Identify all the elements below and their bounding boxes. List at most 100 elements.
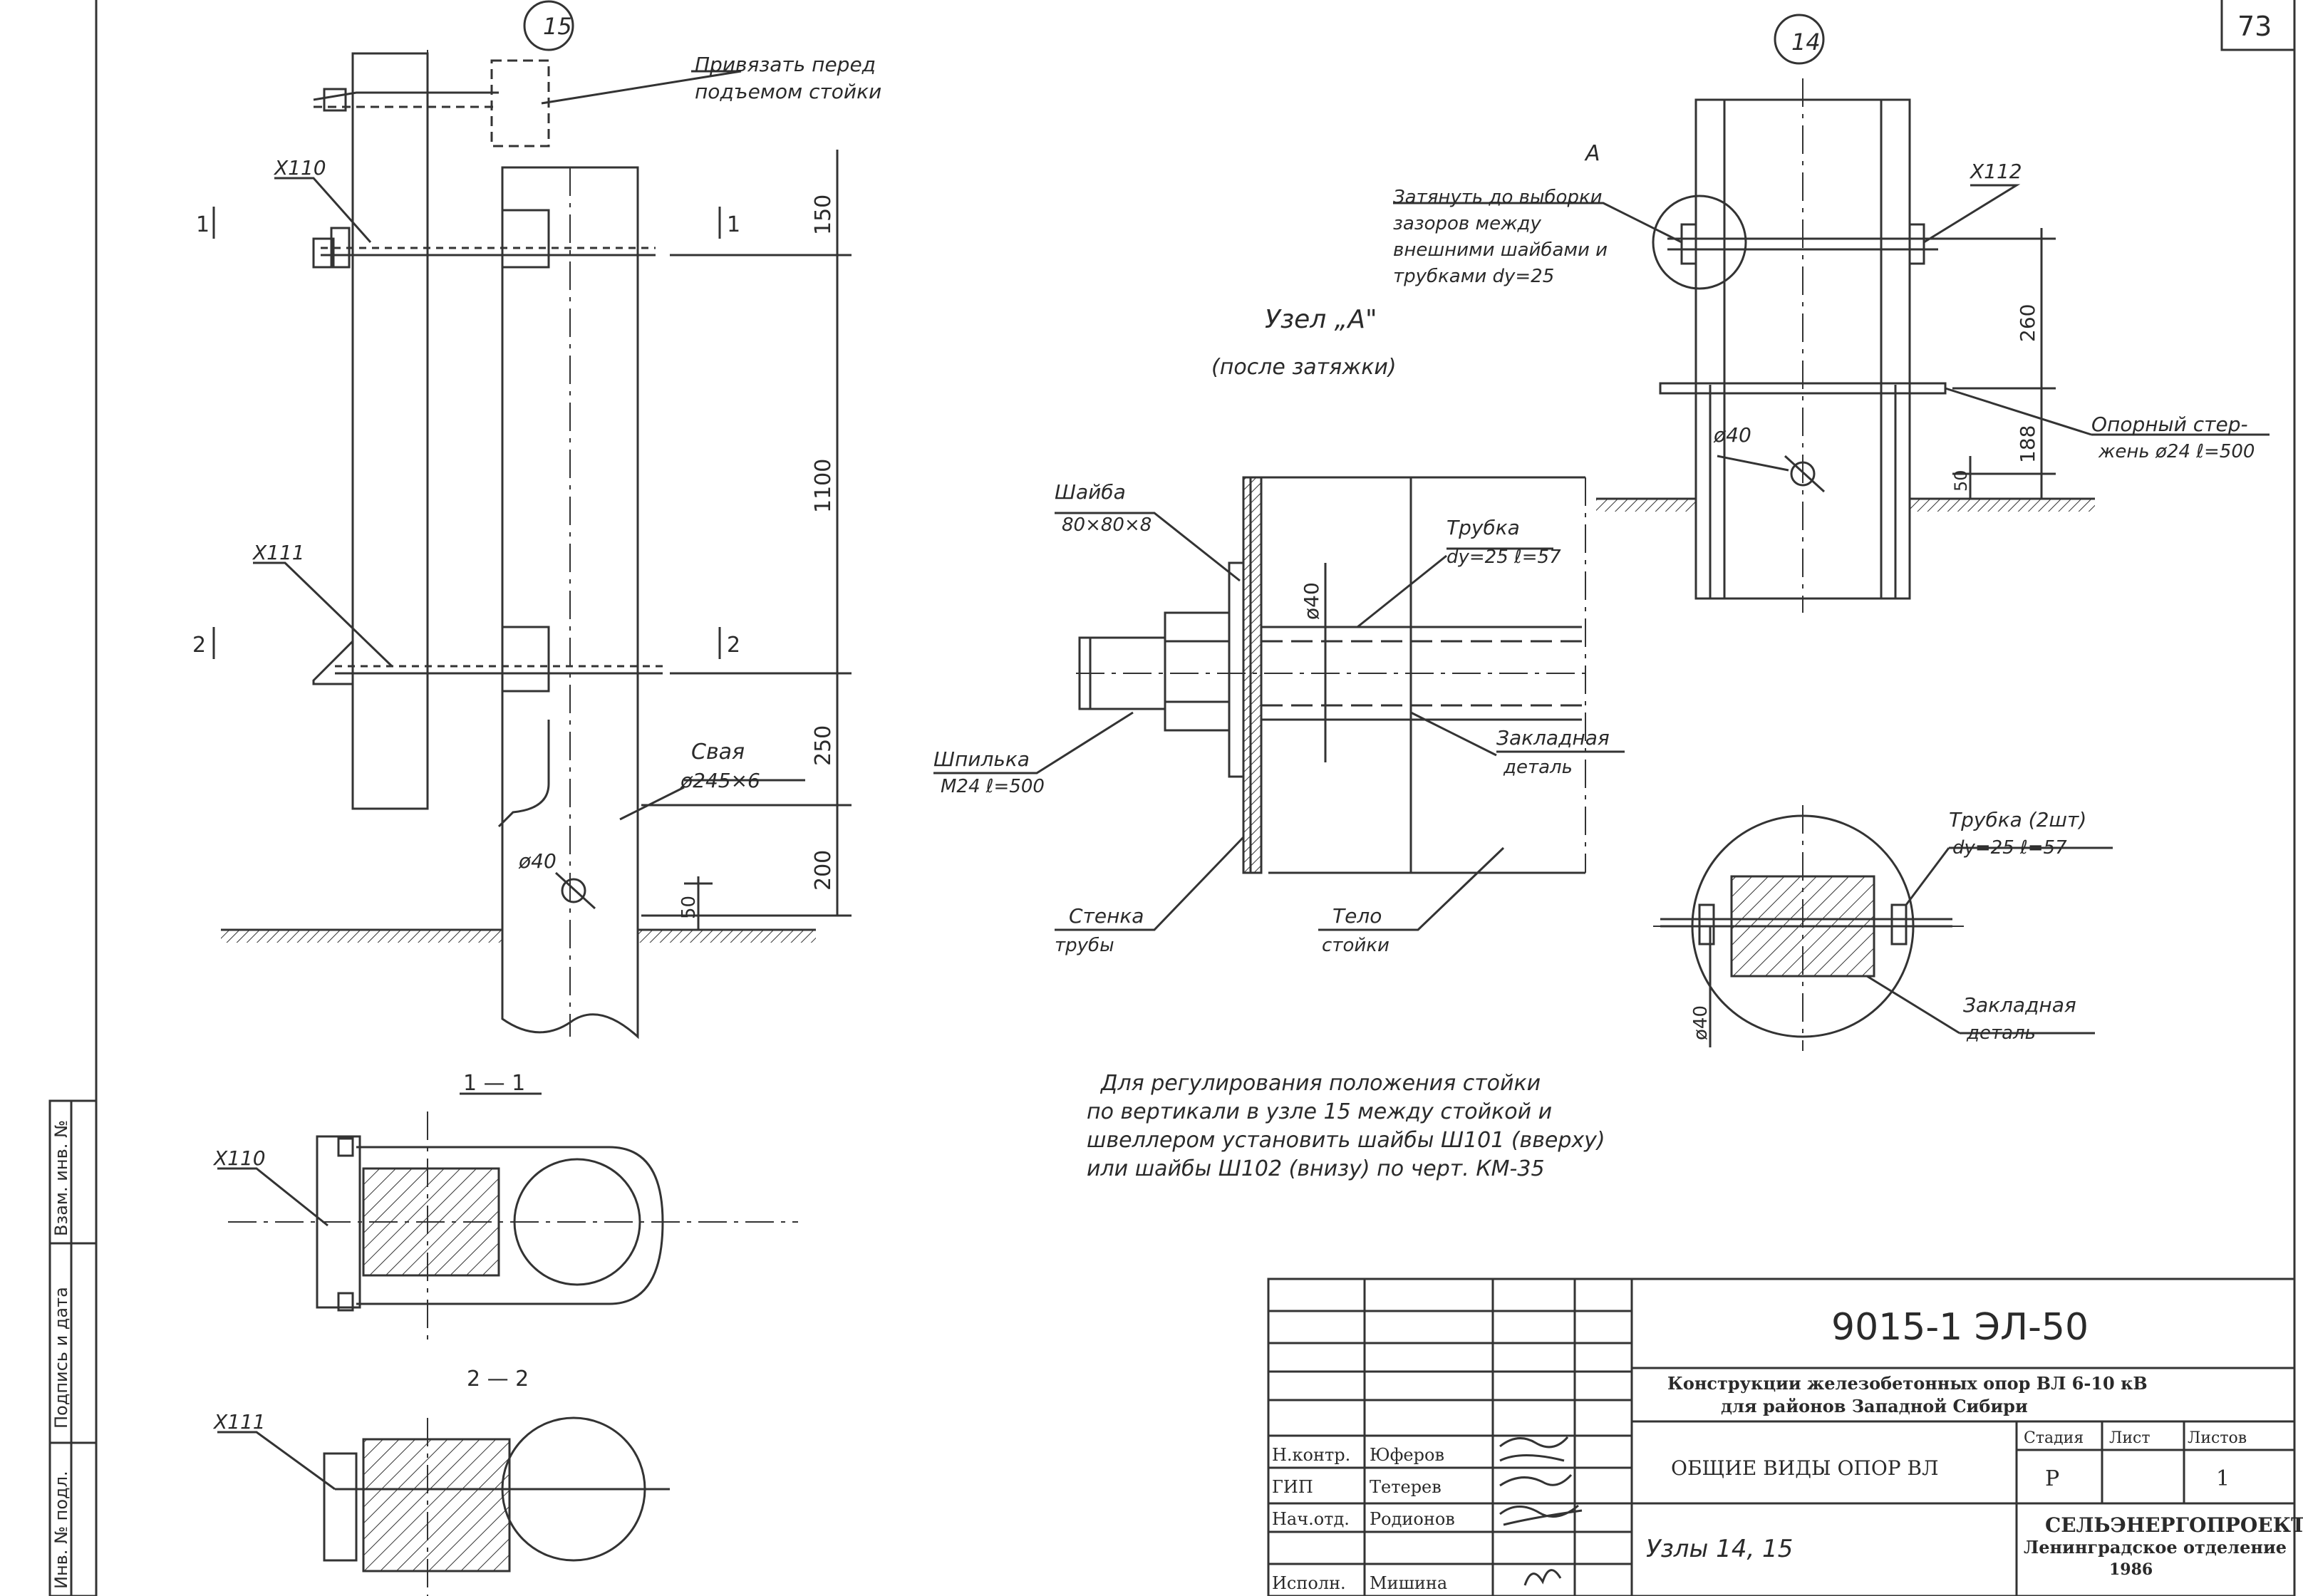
title-block xyxy=(1267,1278,2296,1596)
plan-diameter-label: ø40 xyxy=(1690,1005,1712,1040)
node-14-elevation xyxy=(1393,14,2270,613)
section-1-1-title: 1 — 1 xyxy=(463,1071,525,1096)
section-1-1-label: X110 xyxy=(212,1146,266,1170)
dimension-150: 150 xyxy=(811,195,836,235)
signature-teterev xyxy=(1499,1473,1573,1487)
section-2-right-mark: 2 xyxy=(727,633,740,658)
washer-label-line2: 80×80×8 xyxy=(1062,514,1152,536)
node-a-detail xyxy=(933,476,1625,931)
node-14-dimension-50: 50 xyxy=(1951,470,1971,492)
side-stamp-inv: Инв. № подл. xyxy=(51,1471,71,1589)
org-year: 1986 xyxy=(2109,1560,2153,1579)
signature-mishina xyxy=(1523,1569,1562,1586)
org-branch: Ленинградское отделение xyxy=(2024,1537,2287,1558)
section-2-2 xyxy=(217,1416,670,1596)
org-name: СЕЛЬЭНЕРГОПРОЕКТ xyxy=(2045,1513,2303,1537)
project-desc-line1: Конструкции железобетонных опор ВЛ 6-10 … xyxy=(1667,1373,2148,1394)
title-block-role: Нач.отд. xyxy=(1272,1509,1350,1529)
support-rod-line2: жень ø24 ℓ=500 xyxy=(2098,441,2255,462)
embed-label-line2: деталь xyxy=(1503,757,1573,778)
title-block-role: ГИП xyxy=(1272,1477,1313,1497)
stud-label-line2: M24 ℓ=500 xyxy=(941,776,1045,797)
plan-embed-line2: деталь xyxy=(1966,1022,2036,1044)
stage-value: Р xyxy=(2045,1466,2059,1491)
side-stamp-sign: Подпись и дата xyxy=(51,1287,71,1429)
pile-label-line2: ø245×6 xyxy=(680,769,760,792)
plan-tube-line2: dy=25 ℓ=57 xyxy=(1952,837,2067,859)
node-a-title: Узел „А" xyxy=(1265,305,1377,334)
hole-diameter-label: ø40 xyxy=(518,849,557,873)
label-x112: X112 xyxy=(1969,160,2022,183)
node-15-note-line1: Привязать перед xyxy=(695,53,876,76)
tighten-note-line2: зазоров между xyxy=(1393,213,1541,234)
dimension-260: 260 xyxy=(2016,304,2039,342)
stage-header: Стадия xyxy=(2024,1429,2084,1447)
title-block-name: Родионов xyxy=(1370,1509,1455,1529)
body-label-line1: Тело xyxy=(1332,904,1382,928)
project-desc-line2: для районов Западной Сибири xyxy=(1721,1396,2028,1416)
pile-label-line1: Свая xyxy=(691,740,745,765)
tighten-note-line1: Затянуть до выборки xyxy=(1393,187,1603,208)
sheets-header: Листов xyxy=(2188,1429,2247,1447)
title-block-name: Мишина xyxy=(1370,1573,1447,1593)
wall-label-line1: Стенка xyxy=(1069,904,1144,928)
title-block-name: Тетерев xyxy=(1370,1477,1442,1497)
side-stamp-vzam: Взам. инв. № xyxy=(51,1120,71,1236)
sheet-title: ОБЩИЕ ВИДЫ ОПОР ВЛ xyxy=(1671,1456,1938,1480)
title-block-role: Н.контр. xyxy=(1272,1445,1350,1465)
note-line2: по вертикали в узле 15 между стойкой и xyxy=(1087,1099,1552,1124)
node-14-hole-label: ø40 xyxy=(1713,423,1751,447)
embed-label-line1: Закладная xyxy=(1496,726,1610,750)
section-1-left-mark: 1 xyxy=(196,212,209,237)
side-stamp xyxy=(48,1099,98,1596)
node-14-plan xyxy=(1653,805,2113,1051)
tighten-note-line3: внешними шайбами и xyxy=(1393,239,1608,261)
sheet-number: 73 xyxy=(2237,11,2272,42)
regulation-note: Для регулирования положения стойки по ве… xyxy=(1087,1071,1605,1181)
dimension-250: 250 xyxy=(811,725,836,766)
sheets-value: 1 xyxy=(2216,1466,2230,1491)
node-14-number: 14 xyxy=(1791,28,1821,56)
sheet-header: Лист xyxy=(2109,1429,2151,1447)
node-14-a-mark: А xyxy=(1584,141,1600,166)
section-1-1 xyxy=(217,1092,798,1340)
washer-label-line1: Шайба xyxy=(1055,480,1126,504)
wall-label-line2: трубы xyxy=(1055,935,1114,956)
section-1-right-mark: 1 xyxy=(727,212,740,237)
sheet-number-box xyxy=(2220,0,2294,51)
plan-tube-line1: Трубка (2шт) xyxy=(1949,808,2086,831)
dimension-1100: 1100 xyxy=(811,459,836,513)
section-2-2-title: 2 — 2 xyxy=(467,1367,529,1392)
plan-embed-line1: Закладная xyxy=(1963,993,2076,1017)
signature-rodionov xyxy=(1499,1504,1583,1526)
note-line1: Для регулирования положения стойки xyxy=(1099,1071,1541,1096)
node-15-circle xyxy=(523,0,574,51)
node-a-subtitle: (после затяжки) xyxy=(1211,355,1397,380)
document-code: 9015-1 ЭЛ-50 xyxy=(1831,1306,2089,1349)
label-x110: X110 xyxy=(273,156,326,180)
dimension-200: 200 xyxy=(811,850,836,891)
node-15-note-line2: подъемом стойки xyxy=(695,80,881,103)
node-15-number: 15 xyxy=(543,13,572,40)
note-line4: или шайбы Ш102 (внизу) по черт. КМ-35 xyxy=(1087,1156,1545,1181)
section-2-left-mark: 2 xyxy=(192,633,206,658)
label-x111: X111 xyxy=(252,541,305,564)
signature-yuferov xyxy=(1499,1436,1569,1462)
title-block-name: Юферов xyxy=(1370,1445,1444,1465)
sheet-subtitle: Узлы 14, 15 xyxy=(1646,1535,1793,1563)
stud-label-line1: Шпилька xyxy=(933,747,1030,771)
node-14-circle xyxy=(1774,14,1825,65)
note-line3: швеллером установить шайбы Ш101 (вверху) xyxy=(1087,1128,1605,1153)
body-label-line2: стойки xyxy=(1322,935,1389,956)
tube-label-line1: Трубка xyxy=(1447,516,1520,539)
node-15-elevation xyxy=(212,0,852,1040)
dimension-50: 50 xyxy=(678,896,700,919)
node-a-diameter-label: ø40 xyxy=(1300,582,1323,620)
section-2-2-label: X111 xyxy=(212,1410,266,1434)
tube-label-line2: dy=25 ℓ=57 xyxy=(1447,546,1561,568)
support-rod-line1: Опорный стер- xyxy=(2091,413,2248,436)
tighten-note-line4: трубками dy=25 xyxy=(1393,266,1554,287)
title-block-role: Исполн. xyxy=(1272,1573,1346,1593)
